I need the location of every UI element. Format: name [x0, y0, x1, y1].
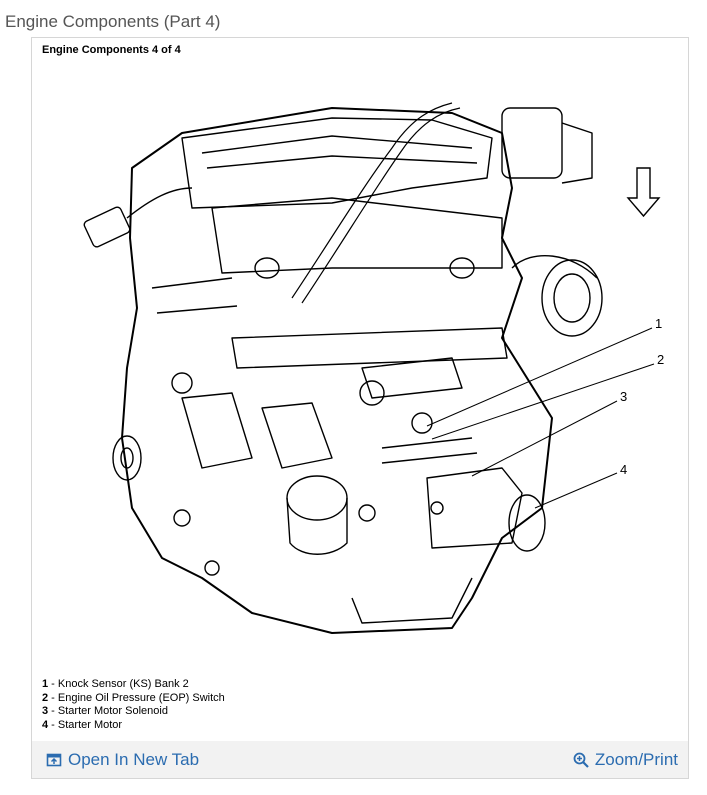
open-in-new-tab-button[interactable]: Open In New Tab: [46, 750, 199, 770]
zoom-print-label: Zoom/Print: [594, 750, 678, 769]
zoom-in-icon: [573, 752, 589, 768]
legend: 1 - Knock Sensor (KS) Bank 2 2 - Engine …: [42, 678, 225, 732]
zoom-print-button[interactable]: Zoom/Print: [573, 750, 678, 770]
legend-item: 1 - Knock Sensor (KS) Bank 2: [42, 678, 189, 690]
open-new-tab-icon: [46, 753, 62, 767]
callout-4: 4: [620, 462, 627, 477]
callout-3: 3: [620, 389, 627, 404]
page-title: Engine Components (Part 4): [5, 12, 221, 31]
direction-arrow-icon: [626, 167, 661, 218]
figure-title: Engine Components 4 of 4: [42, 44, 181, 56]
engine-diagram: 1 2 3 4: [83, 102, 664, 634]
legend-item: 4 - Starter Motor: [42, 718, 123, 731]
callout-2: 2: [657, 352, 664, 367]
figure-footer: Open In New Tab Zoom/Print: [32, 741, 688, 778]
figure-panel: Engine Components 4 of 4: [31, 37, 689, 779]
callout-1: 1: [655, 316, 662, 331]
legend-item: 3 - Starter Motor Solenoid: [42, 705, 168, 717]
open-in-new-tab-label: Open In New Tab: [68, 750, 200, 769]
legend-item: 2 - Engine Oil Pressure (EOP) Switch: [42, 691, 225, 704]
